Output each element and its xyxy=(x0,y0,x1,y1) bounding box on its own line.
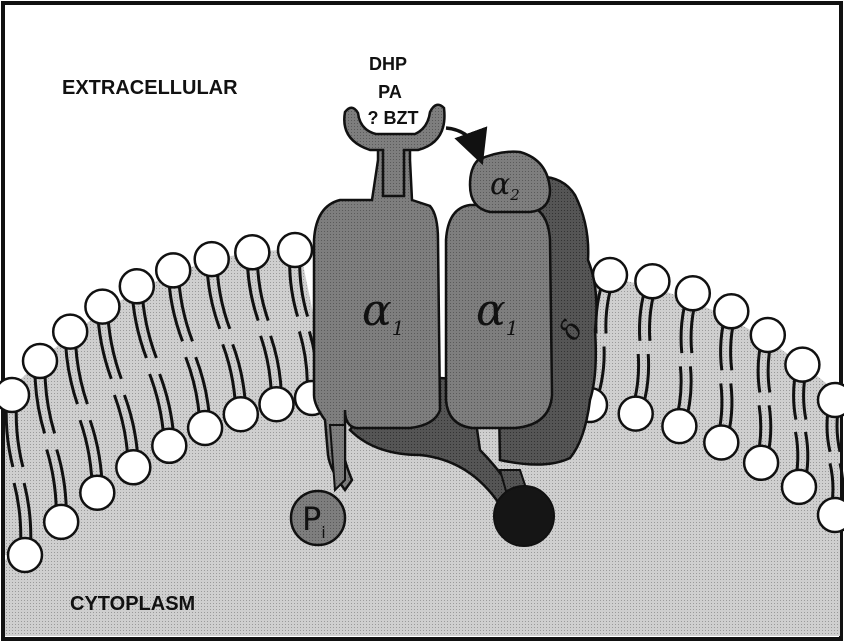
alpha1-left-subscript: 1 xyxy=(392,316,405,340)
lipid-head xyxy=(782,470,816,504)
lipid-head xyxy=(785,348,819,382)
ligand-label-bzt: ? BZT xyxy=(368,108,419,128)
lipid-head xyxy=(120,269,154,303)
cytoplasm-label: CYTOPLASM xyxy=(70,593,195,615)
lipid-head xyxy=(235,235,269,269)
extracellular-label: EXTRACELLULAR xyxy=(62,77,238,99)
lipid-head xyxy=(53,315,87,349)
lipid-head xyxy=(751,318,785,352)
phosphate-subscript: i xyxy=(321,523,325,542)
ligand-label-dhp: DHP xyxy=(369,54,407,74)
lipid-head xyxy=(8,538,42,572)
lipid-head xyxy=(0,378,29,412)
lipid-head xyxy=(224,397,258,431)
lipid-head xyxy=(278,233,312,267)
lipid-head xyxy=(818,498,844,532)
lipid-head xyxy=(744,446,778,480)
lipid-head xyxy=(593,258,627,292)
lipid-head xyxy=(152,429,186,463)
lipid-head xyxy=(188,411,222,445)
lipid-head xyxy=(116,450,150,484)
lipid-head xyxy=(818,383,844,417)
lipid-head xyxy=(635,264,669,298)
lipid-head xyxy=(80,476,114,510)
lipid-head xyxy=(676,276,710,310)
lipid-head xyxy=(260,387,294,421)
lipid-head xyxy=(704,426,738,460)
alpha2-subscript: 2 xyxy=(509,186,520,204)
lipid-head xyxy=(195,242,229,276)
beta-ball xyxy=(494,486,554,546)
lipid-head xyxy=(714,294,748,328)
ligand-label-pa: PA xyxy=(378,82,402,102)
lipid-head xyxy=(85,290,119,324)
lipid-head xyxy=(662,409,696,443)
alpha1-right-subscript: 1 xyxy=(506,316,519,340)
lipid-head xyxy=(44,505,78,539)
lipid-head xyxy=(619,397,653,431)
lipid-head xyxy=(23,344,57,378)
lipid-head xyxy=(156,253,190,287)
